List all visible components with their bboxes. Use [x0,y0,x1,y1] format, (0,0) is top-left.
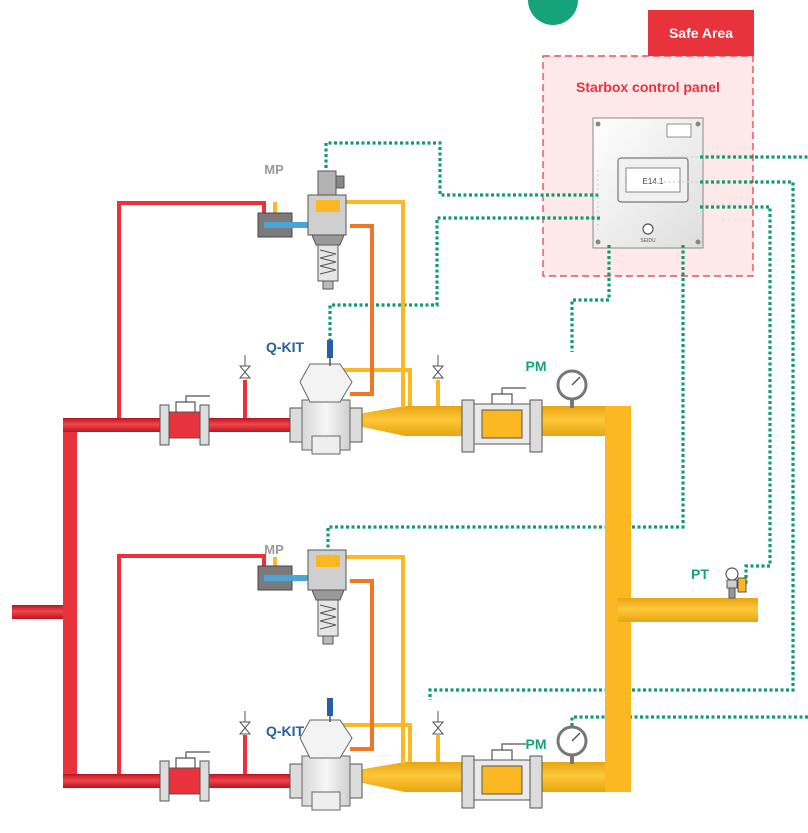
panel-button-text: SEIDU [640,238,656,244]
gauge-label: PM [526,736,547,752]
gauge-label: PM [526,358,547,374]
inlet-ball-valve[interactable] [159,751,210,802]
control-lines-outlet [273,200,440,764]
q-kit-label: Q-KIT [266,723,305,739]
safe-area-tab [648,10,754,56]
inlet-ball-valve[interactable] [159,395,210,446]
outlet-ball-valve[interactable] [461,387,543,453]
q-kit-sensor[interactable] [327,340,333,366]
vent-valve[interactable] [238,355,252,379]
outlet-pipe [358,406,758,792]
pilot-feed-lines [117,201,266,774]
pilot-regulator[interactable] [257,549,347,645]
transmitter-label: PT [691,566,709,582]
panel-display-text: E14.1 [643,177,664,186]
line-1: MP Q-KIT PM [159,162,588,455]
inlet-pipe [12,418,300,788]
signal-wires [324,141,808,745]
pilot-label: MP [264,542,284,557]
panel-wire-stubs [597,156,700,232]
starbox-control-panel[interactable]: E14.1 SEIDU [592,117,704,249]
control-lines-loading [350,224,374,751]
vent-valve[interactable] [238,711,252,735]
q-kit-sensor[interactable] [327,698,333,722]
control-panel-label: Starbox control panel [576,79,720,95]
pilot-regulator[interactable] [257,170,347,290]
panel-logo [666,123,692,138]
pressure-gauge-icon[interactable] [556,369,588,408]
top-badge [528,0,578,25]
pressure-regulator[interactable] [289,719,363,811]
q-kit-label: Q-KIT [266,339,305,355]
panel-display [625,167,681,193]
pressure-gauge-icon[interactable] [556,725,588,764]
outlet-ball-valve[interactable] [461,743,543,809]
safe-area-label: Safe Area [669,25,733,41]
vent-valve[interactable] [431,711,445,735]
line-2: MP Q-KIT PM [159,542,588,811]
pressure-regulator[interactable] [289,363,363,455]
pressure-transmitter[interactable] [725,567,747,599]
vent-valve[interactable] [431,355,445,379]
panel-power-button [642,223,654,235]
pilot-label: MP [264,162,284,177]
